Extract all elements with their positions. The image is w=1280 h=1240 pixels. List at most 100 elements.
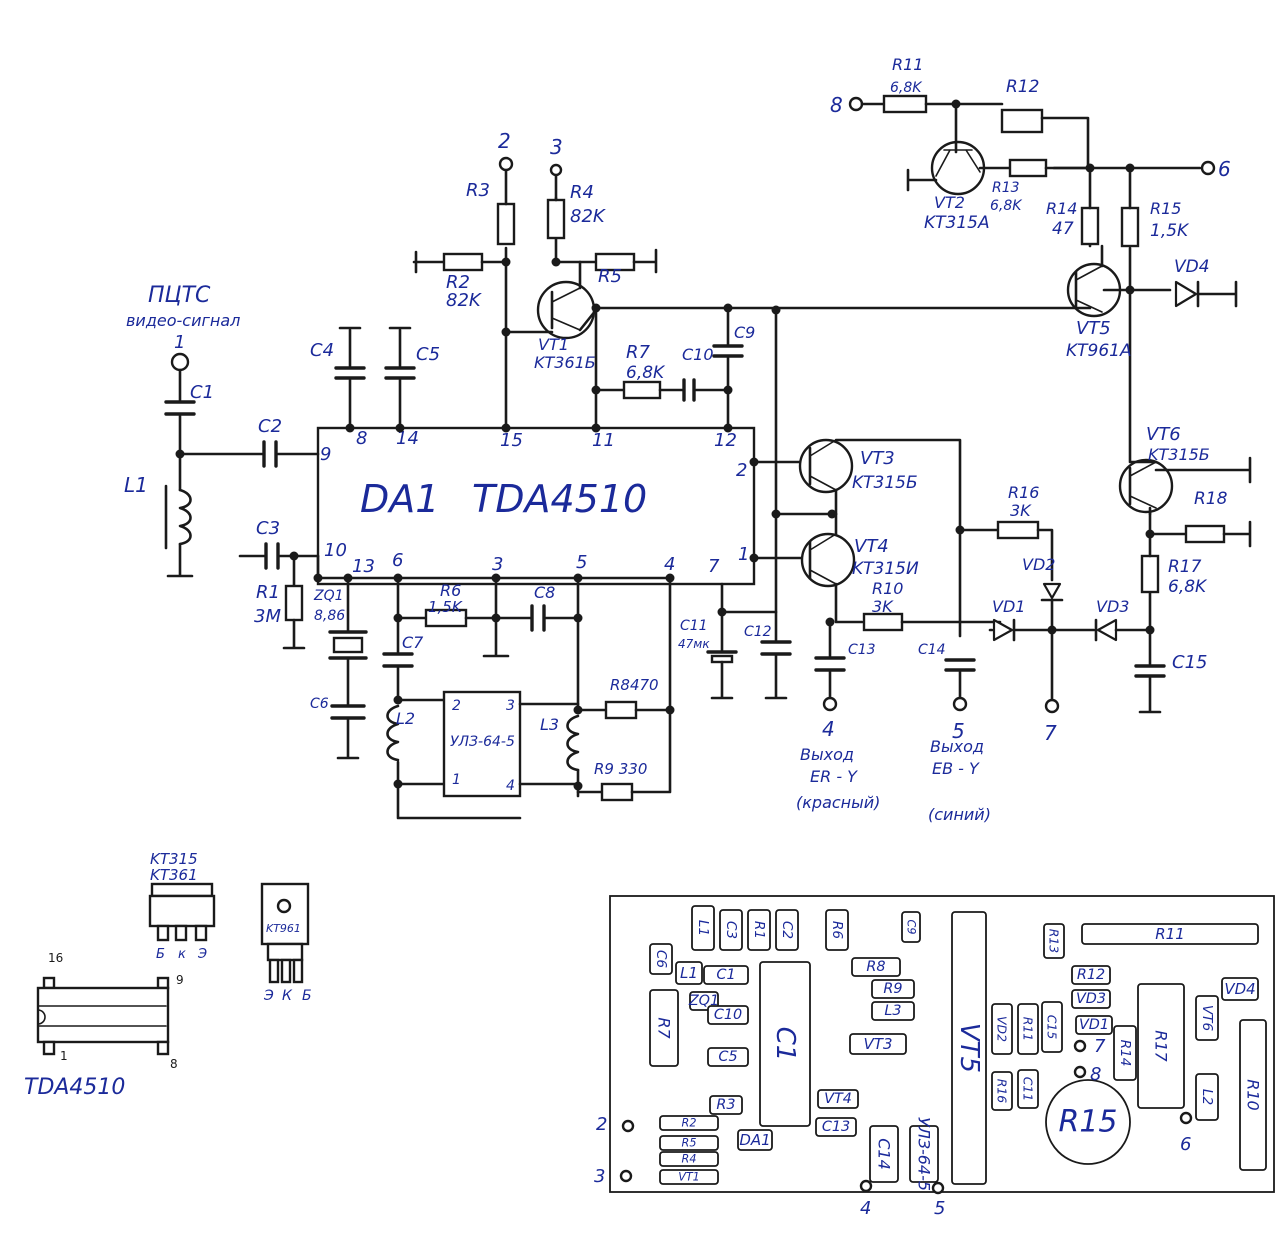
pcb-part-label: C5 [718, 1049, 737, 1065]
pcb-pad-label-p8: 8 [1090, 1064, 1101, 1085]
pcb-part-33: VD1 [1075, 1015, 1113, 1035]
pcb-part-21: R9 [871, 979, 915, 999]
pcb-part-label: R1 [751, 921, 767, 939]
pcb-part-label: VT3 [864, 1035, 893, 1053]
r4-label: R4 [570, 182, 594, 203]
r15-value: 1,5K [1150, 221, 1190, 241]
pcb-part-label: R7 [655, 1017, 674, 1039]
pcb-part-label: VT6 [1199, 1005, 1215, 1032]
pcb-part-label: R6 [829, 921, 845, 939]
out5-line1: Выход [930, 737, 984, 756]
terminal-7: 7 [1044, 721, 1057, 745]
pcb-part-label: VT5 [954, 1023, 984, 1073]
pcb-part-15: R5 [659, 1135, 719, 1151]
pcb-part-label: R9 [883, 981, 902, 997]
r13-value: 6,8K [990, 198, 1023, 214]
pcb-pad-p3 [619, 1169, 633, 1183]
pcb-pad-p4 [859, 1179, 873, 1193]
vt1-type: KT361Б [534, 353, 596, 372]
vt3-label: VT3 [860, 448, 895, 469]
pcb-part-44: R15 [1045, 1079, 1131, 1165]
pcb-part-label: VT1 [678, 1171, 700, 1184]
pcb-part-4: R6 [825, 909, 849, 951]
pcb-part-label: L1 [695, 920, 711, 936]
ic-pin-16: 16 [48, 951, 63, 965]
pcb-part-label: VD4 [1224, 980, 1255, 998]
c11-value: 47мк [678, 637, 710, 651]
r13-label: R13 [992, 180, 1020, 196]
pin-8: 8 [356, 428, 367, 449]
pwr-pin-k: К [282, 988, 293, 1004]
pin-5: 5 [576, 552, 587, 573]
r7-label: R7 [626, 342, 651, 363]
c6-label: C6 [310, 696, 329, 712]
c9-label: C9 [734, 323, 755, 342]
pcb-part-label: C3 [723, 921, 739, 939]
c12-label: C12 [744, 624, 772, 640]
pcb-part-31: R12 [1071, 965, 1111, 985]
pin-e: Э [197, 947, 207, 962]
out5-line3: (синий) [928, 805, 991, 824]
pcb-pad-p8 [1073, 1065, 1087, 1079]
pcb-part-label: VD3 [1076, 991, 1106, 1007]
pinout-ic-name: TDA4510 [24, 1075, 125, 1100]
pin-6: 6 [392, 550, 403, 571]
pcb-part-label: R17 [1152, 1030, 1171, 1062]
pcb-pad-p7 [1073, 1039, 1087, 1053]
ic-pin-8: 8 [170, 1057, 178, 1071]
c15-label: C15 [1172, 652, 1207, 673]
pcb-pad-label-p4: 4 [860, 1198, 871, 1219]
pinout-small-top: KT315 [150, 850, 198, 868]
vt1-label: VT1 [538, 335, 569, 354]
vt2-type: KT315A [924, 213, 990, 233]
pcb-part-45: L2 [1195, 1073, 1219, 1121]
terminal-3: 3 [550, 135, 563, 159]
r17-label: R17 [1168, 557, 1202, 577]
r11-value: 6,8K [890, 80, 923, 96]
pcb-part-20: R8 [851, 957, 901, 977]
vt4-type: KT315И [852, 559, 919, 579]
r10-label: R10 [872, 579, 903, 598]
pcb-part-label: R11 [1155, 925, 1185, 943]
pcb-part-label: C14 [875, 1138, 894, 1170]
vt6-transistor [1118, 458, 1174, 514]
ul-pin-4: 4 [506, 778, 515, 794]
pcb-pad-p2 [621, 1119, 635, 1133]
pcb-part-label: C1 [716, 967, 735, 983]
ic-pin-1: 1 [60, 1049, 68, 1063]
pcb-part-5: C6 [649, 943, 673, 975]
pcb-part-37: R14 [1113, 1025, 1137, 1081]
ul-pin-3: 3 [506, 698, 515, 714]
pin-14: 14 [396, 428, 419, 449]
terminal-6: 6 [1218, 157, 1231, 181]
out4-line2: ER - Y [810, 767, 858, 786]
r8-label: R8470 [610, 676, 659, 694]
pcb-part-label: L1 [680, 964, 698, 982]
pin-15: 15 [500, 430, 523, 451]
pinout-small-bot: KT361 [150, 866, 198, 884]
pcb-part-11: C10 [707, 1005, 749, 1025]
zq1-value: 8,86 [314, 608, 345, 624]
vd2-label: VD2 [1022, 555, 1055, 574]
pin-4: 4 [664, 554, 675, 575]
pin-10: 10 [324, 540, 347, 561]
pcb-part-0: L1 [691, 905, 715, 951]
r7-value: 6,8K [626, 363, 666, 383]
pin-3: 3 [492, 554, 503, 575]
pin-12: 12 [714, 430, 737, 451]
pcb-part-14: R2 [659, 1115, 719, 1131]
pcb-pad-p6 [1179, 1111, 1193, 1125]
terminal-2: 2 [498, 129, 511, 153]
c3-label: C3 [256, 518, 280, 539]
input-title: ПЦТС [148, 283, 211, 308]
pin-1: 1 [738, 544, 749, 565]
c13-label: C13 [848, 642, 876, 658]
pin-7: 7 [708, 556, 720, 577]
vd3-label: VD3 [1096, 597, 1129, 616]
pcb-part-27: УЛЗ-64-5 [909, 1117, 939, 1191]
r5-label: R5 [598, 266, 622, 287]
pcb-part-13: R3 [709, 1095, 743, 1115]
c10-label: C10 [682, 345, 714, 364]
pcb-part-label: C13 [822, 1119, 850, 1135]
